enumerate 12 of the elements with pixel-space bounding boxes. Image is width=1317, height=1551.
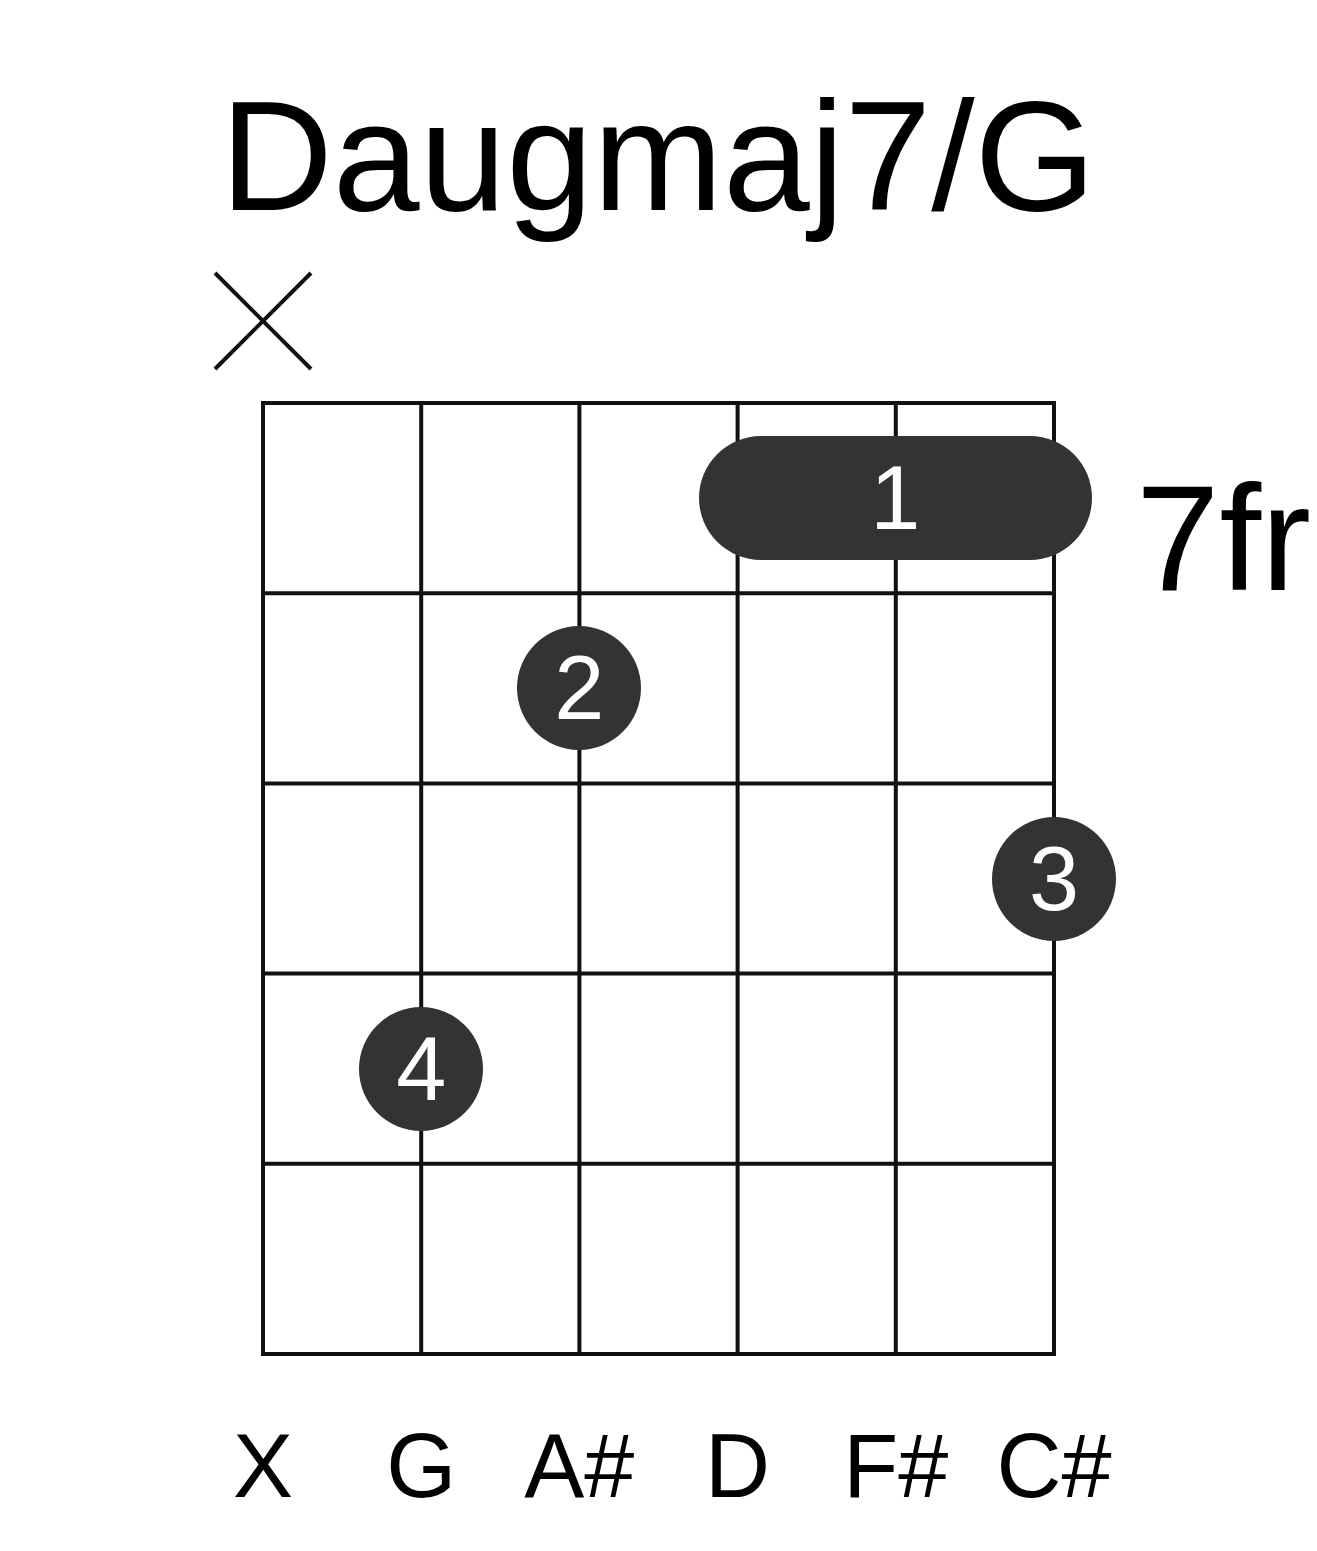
chord-title: Daugmaj7/G — [220, 68, 1096, 245]
string-note-label: A# — [523, 1421, 636, 1511]
finger-dot: 4 — [359, 1006, 484, 1131]
barre-bar: 1 — [698, 436, 1092, 561]
string-note-label: F# — [842, 1421, 950, 1511]
string-note-label: C# — [995, 1421, 1113, 1511]
finger-dot: 3 — [992, 816, 1116, 941]
finger-dot: 2 — [517, 626, 642, 751]
string-note-label: D — [704, 1421, 772, 1511]
string-note-label: G — [385, 1421, 458, 1511]
fret-number-label: 7fr — [1136, 463, 1312, 613]
string-note-label: X — [232, 1421, 294, 1511]
